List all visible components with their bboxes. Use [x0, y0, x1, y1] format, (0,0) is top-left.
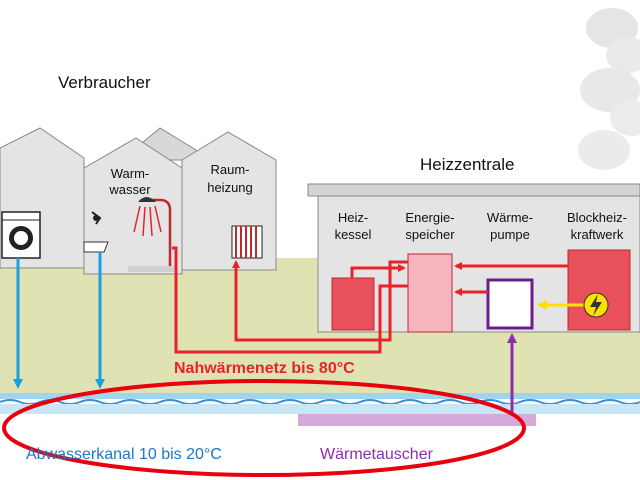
label-waermepumpe-2: pumpe: [490, 227, 530, 242]
heating-network-pipe-2: [172, 246, 408, 354]
radiator-icon: [231, 225, 263, 259]
label-heizkessel-1: Heiz-: [338, 210, 368, 225]
label-warmwasser-1: Warm-: [111, 166, 150, 181]
energiespeicher-box: [407, 253, 453, 333]
shower-icon: [128, 197, 174, 272]
label-heizkessel-2: kessel: [335, 227, 372, 242]
smoke-cloud: [578, 8, 640, 170]
heizkessel-box: [331, 277, 375, 331]
bhkw-box: [567, 249, 631, 331]
label-warmwasser-2: wasser: [108, 182, 151, 197]
label-raumheizung-2: heizung: [207, 180, 253, 195]
label-heizzentrale: Heizzentrale: [420, 155, 515, 174]
label-bhkw-2: kraftwerk: [571, 227, 624, 242]
sewer-water: [0, 404, 640, 414]
waermepumpe-box: [486, 278, 534, 330]
label-nahwaermenetz: Nahwärmenetz bis 80°C: [174, 360, 355, 377]
label-energiespeicher-1: Energie-: [405, 210, 454, 225]
highlight-ellipse: [2, 379, 526, 477]
heating-network-pipe: [232, 260, 408, 342]
label-waermetauscher: Wärmetauscher: [320, 446, 434, 463]
label-abwasserkanal: Abwasserkanal 10 bis 20°C: [26, 446, 222, 463]
washing-machine-icon: [1, 211, 41, 259]
heat-exchanger: [298, 414, 536, 426]
arrow-kessel-to-speicher: [350, 264, 406, 278]
water-ripple: [0, 399, 640, 405]
sink-icon: [83, 211, 109, 253]
label-verbraucher: Verbraucher: [58, 73, 151, 92]
sewer-water-surface: [0, 393, 640, 399]
label-energiespeicher-2: speicher: [405, 227, 455, 242]
label-raumheizung-1: Raum-: [210, 162, 249, 177]
label-waermepumpe-1: Wärme-: [487, 210, 533, 225]
lightning-icon: [583, 292, 609, 318]
label-bhkw-1: Blockheiz-: [567, 210, 627, 225]
